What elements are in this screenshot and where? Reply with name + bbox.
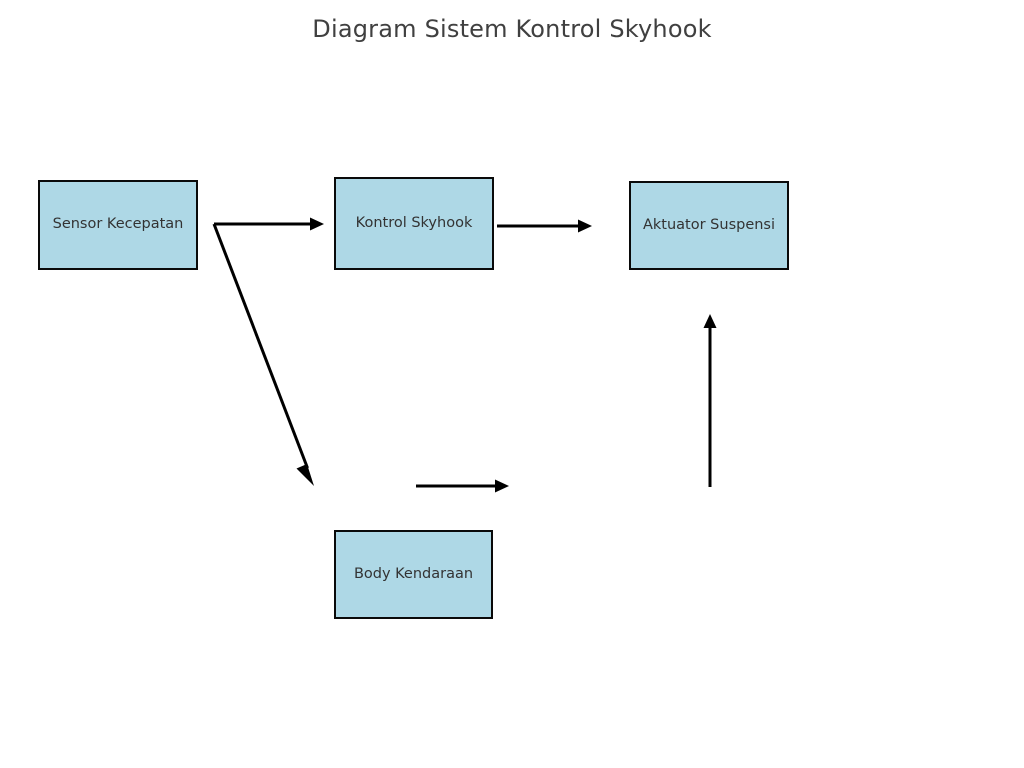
node-aktuator-suspensi[interactable]: Aktuator Suspensi <box>629 181 789 270</box>
node-label: Aktuator Suspensi <box>642 216 776 233</box>
node-label: Body Kendaraan <box>353 565 474 582</box>
page-title: Diagram Sistem Kontrol Skyhook <box>312 15 712 43</box>
node-label: Kontrol Skyhook <box>355 214 473 231</box>
node-body-kendaraan[interactable]: Body Kendaraan <box>334 530 493 619</box>
edge-sensor-to-kontrol <box>214 217 324 231</box>
edge-kontrol-to-aktuator <box>497 219 592 233</box>
node-label: Sensor Kecepatan <box>52 216 184 232</box>
edge-sensor-to-body <box>212 223 314 486</box>
edge-body-feedback <box>416 479 509 493</box>
edge-aktuator-feedback <box>703 314 717 487</box>
node-sensor-kecepatan[interactable]: Sensor Kecepatan <box>38 180 198 270</box>
node-kontrol-skyhook[interactable]: Kontrol Skyhook <box>334 177 494 270</box>
